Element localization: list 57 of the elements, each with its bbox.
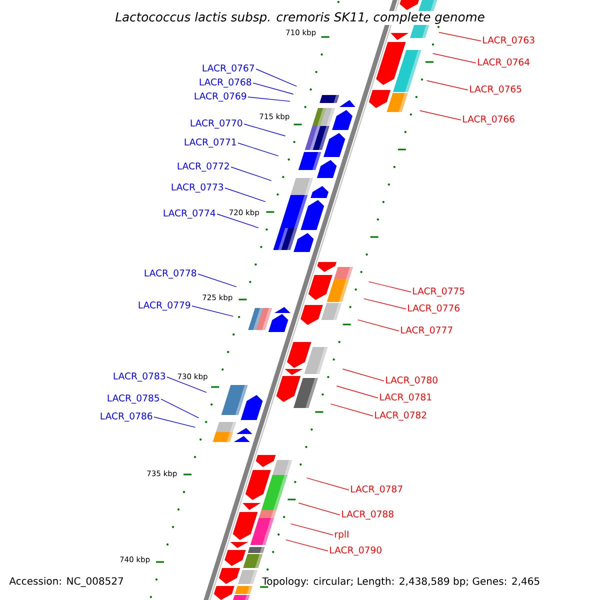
leader-line <box>285 539 328 552</box>
leader-line <box>160 398 200 418</box>
title: Lactococcus lactis subsp. cremoris SK11, complete genome <box>114 11 486 25</box>
gene-label: LACR_0776 <box>408 304 460 314</box>
gene-label: LACR_0772 <box>178 162 229 172</box>
gene-label: LACR_0779 <box>138 301 190 311</box>
leader-line <box>342 368 384 382</box>
gene-label: LACR_0767 <box>202 64 254 74</box>
leader-line <box>438 32 482 42</box>
gene-label: LACR_0777 <box>401 326 452 336</box>
gene-label: LACR_0765 <box>470 85 522 95</box>
leader-line <box>252 82 294 94</box>
leader-line <box>419 110 462 120</box>
gene-label: LACR_0763 <box>483 36 534 46</box>
leader-line <box>256 68 297 87</box>
gene-label: LACR_0782 <box>375 411 426 421</box>
gene-label: rplI <box>335 530 348 540</box>
gene-label: LACR_0790 <box>330 546 382 556</box>
leader-line <box>224 188 266 202</box>
gene-label: LACR_0770 <box>190 119 242 129</box>
leader-line <box>248 96 290 102</box>
leader-line <box>192 306 234 317</box>
leader-line <box>330 404 374 416</box>
gene-label: LACR_0764 <box>478 58 530 68</box>
gene-label: LACR_0785 <box>108 394 159 404</box>
leader-line <box>336 386 378 398</box>
accession-text: Accession: NC_008527 <box>9 577 124 587</box>
gene-label: LACR_0786 <box>100 412 152 422</box>
gene-label: LACR_0775 <box>413 287 464 297</box>
leader-line <box>244 124 286 136</box>
leader-line <box>198 274 237 288</box>
gene-label: LACR_0787 <box>351 485 402 495</box>
gene-label: LACR_0773 <box>172 183 224 193</box>
leader-line <box>432 53 476 64</box>
gene-label: LACR_0788 <box>342 510 394 520</box>
leader-line <box>230 166 272 182</box>
leader-line <box>368 281 412 292</box>
leader-line <box>357 319 400 332</box>
leader-line <box>306 478 350 490</box>
gene-label: LACR_0769 <box>194 92 246 102</box>
leader-line <box>426 80 468 90</box>
leader-line <box>298 502 340 516</box>
gene-label: LACR_0778 <box>144 269 196 279</box>
leader-line <box>290 523 334 536</box>
gene-label: LACR_0783 <box>114 372 166 382</box>
gene-label: LACR_0768 <box>200 78 252 88</box>
gene-label: LACR_0781 <box>380 393 432 403</box>
gene-label: LACR_0780 <box>386 376 438 386</box>
gene-label: LACR_0766 <box>463 115 514 125</box>
leader-line <box>154 416 196 428</box>
topology-text: Topology: circular; Length: 2,438,589 bp; Genes: 2,465 <box>262 577 540 587</box>
gene-label: LACR_0774 <box>164 209 216 219</box>
leader-line <box>166 376 207 393</box>
leader-line <box>216 214 259 228</box>
gene-label: LACR_0771 <box>184 138 236 148</box>
leader-line <box>238 142 279 156</box>
leader-line <box>363 298 406 310</box>
